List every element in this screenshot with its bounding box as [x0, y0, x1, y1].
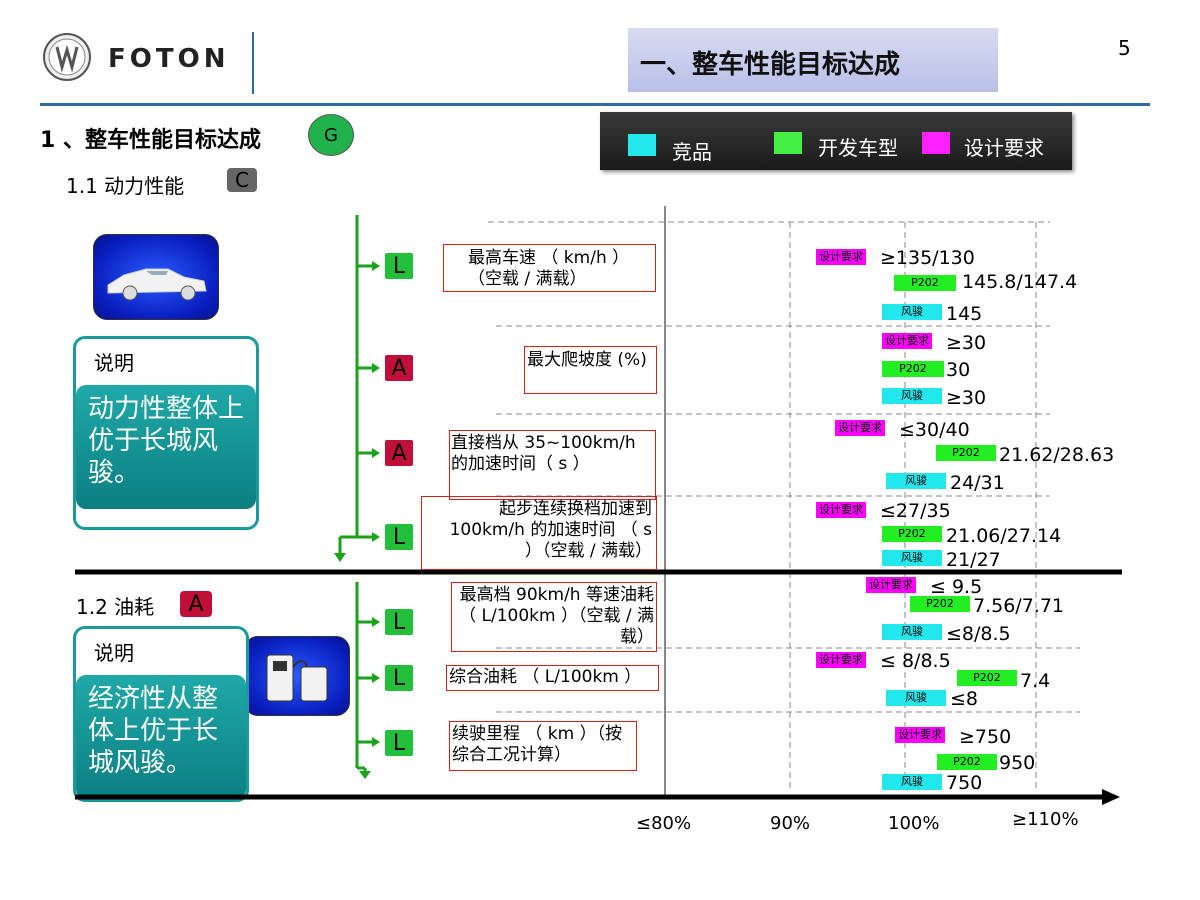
logo-divider — [252, 32, 254, 94]
value-dev-combined-fuel: 7.4 — [1020, 670, 1051, 692]
value-design-full-accel: ≤27/35 — [880, 500, 951, 522]
note-fuel: 说明 经济性从整体上优于长城风骏。 — [73, 626, 249, 802]
tag-design-range: 设计要求 — [895, 727, 945, 743]
note-power: 说明 动力性整体上优于长城风骏。 — [73, 336, 259, 530]
item-rating-full-acceleration: L — [385, 524, 413, 550]
value-dev-range: 950 — [999, 752, 1036, 774]
note-fuel-text: 经济性从整体上优于长城风骏。 — [76, 675, 246, 799]
tag-dev-max-speed: P202 — [894, 275, 956, 291]
tag-dev-gradeability: P202 — [882, 361, 944, 377]
value-design-combined-fuel: ≤ 8/8.5 — [880, 650, 951, 672]
item-rating-constant-speed-fuel: L — [385, 609, 413, 635]
header-divider — [40, 103, 1150, 106]
tag-design-constant-fuel: 设计要求 — [866, 577, 916, 593]
section-heading: 1 、整车性能目标达成 — [40, 128, 261, 153]
tag-dev-direct-gear: P202 — [936, 445, 996, 461]
page-title: 一、整车性能目标达成 — [640, 50, 901, 80]
value-design-gradeability: ≥30 — [946, 332, 987, 354]
car-image — [93, 234, 219, 320]
item-rating-combined-fuel: L — [385, 665, 413, 691]
tag-comp-gradeability: 风骏 — [882, 388, 942, 404]
tag-dev-constant-fuel: P202 — [910, 596, 970, 612]
value-design-direct-gear: ≤30/40 — [899, 419, 970, 441]
tag-design-combined-fuel: 设计要求 — [816, 652, 866, 668]
tag-dev-combined-fuel: P202 — [957, 670, 1017, 686]
note-fuel-label: 说明 — [94, 641, 134, 665]
status-badge-g: G — [308, 114, 354, 156]
legend-label-design: 设计要求 — [964, 136, 1044, 160]
foton-logo-icon — [43, 33, 91, 81]
item-label-direct-gear-acceleration: 直接档从 35~100km/h 的加速时间（ s ） — [449, 430, 656, 500]
logo-text: FOTON — [108, 44, 230, 74]
tag-design-direct-gear: 设计要求 — [835, 420, 885, 436]
fuel-pump-image — [244, 636, 350, 716]
item-rating-max-gradeability: A — [385, 355, 413, 381]
legend-label-competitor: 竞品 — [672, 140, 712, 164]
item-label-max-gradeability: 最大爬坡度 (%) — [524, 346, 657, 394]
item-rating-direct-gear-acceleration: A — [385, 440, 413, 466]
legend-swatch-dev — [774, 132, 802, 154]
item-label-constant-speed-fuel: 最高档 90km/h 等速油耗 （ L/100km ）（空载 / 满载） — [451, 582, 657, 652]
tag-comp-constant-fuel: 风骏 — [882, 624, 942, 640]
item-label-driving-range: 续驶里程 （ km ）（按综合工况计算） — [449, 721, 637, 771]
axis-tick-100: 100% — [888, 813, 940, 834]
value-comp-full-accel: 21/27 — [946, 549, 1001, 571]
tag-design-max-speed: 设计要求 — [816, 249, 866, 265]
axis-tick-80: ≤80% — [636, 813, 692, 834]
value-design-constant-fuel: ≤ 9.5 — [930, 576, 983, 598]
value-dev-max-speed: 145.8/147.4 — [962, 271, 1078, 293]
value-dev-direct-gear: 21.62/28.63 — [999, 444, 1115, 466]
value-comp-combined-fuel: ≤8 — [950, 688, 979, 710]
value-design-range: ≥750 — [959, 726, 1012, 748]
value-design-max-speed: ≥135/130 — [880, 247, 975, 269]
item-rating-driving-range: L — [385, 730, 413, 756]
value-comp-constant-fuel: ≤8/8.5 — [946, 623, 1011, 645]
tag-comp-max-speed: 风骏 — [882, 304, 942, 320]
note-power-label: 说明 — [94, 351, 134, 375]
legend-label-dev: 开发车型 — [818, 136, 898, 160]
tag-design-gradeability: 设计要求 — [882, 333, 932, 349]
subsection-power-heading: 1.1 动力性能 — [66, 174, 185, 198]
tag-dev-range: P202 — [937, 754, 997, 770]
tag-comp-combined-fuel: 风骏 — [886, 690, 946, 706]
tag-dev-full-accel: P202 — [882, 526, 942, 542]
value-comp-direct-gear: 24/31 — [950, 472, 1005, 494]
title-background — [628, 28, 998, 92]
tag-comp-direct-gear: 风骏 — [886, 473, 946, 489]
car-icon — [107, 268, 207, 301]
legend-swatch-design — [922, 132, 950, 154]
axis-tick-90: 90% — [770, 813, 811, 834]
legend-swatch-competitor — [628, 134, 656, 156]
value-dev-full-accel: 21.06/27.14 — [946, 525, 1062, 547]
value-dev-gradeability: 30 — [946, 359, 971, 381]
item-label-full-acceleration: 起步连续换档加速到 100km/h 的加速时间 （ s ）（空载 / 满载） — [421, 496, 657, 570]
fuel-pump-icon — [266, 654, 328, 702]
value-dev-constant-fuel: 7.56/7.71 — [973, 595, 1065, 617]
subsection-fuel-rating: A — [180, 591, 212, 617]
note-power-text: 动力性整体上优于长城风骏。 — [76, 385, 256, 509]
tag-comp-full-accel: 风骏 — [882, 550, 942, 566]
tag-comp-range: 风骏 — [882, 774, 942, 790]
item-rating-max-speed: L — [385, 253, 413, 279]
value-comp-max-speed: 145 — [946, 303, 983, 325]
item-label-combined-fuel: 综合油耗 （ L/100km ） — [446, 665, 659, 691]
tag-design-full-accel: 设计要求 — [816, 502, 866, 518]
value-comp-range: 750 — [946, 772, 983, 794]
legend: 竞品 开发车型 设计要求 — [600, 112, 1072, 170]
subsection-fuel-heading: 1.2 油耗 — [76, 595, 155, 619]
value-comp-gradeability: ≥30 — [946, 387, 987, 409]
subsection-power-rating: C — [227, 168, 257, 192]
axis-tick-110: ≥110% — [1012, 809, 1079, 830]
page-number: 5 — [1118, 36, 1131, 60]
item-label-max-speed: 最高车速 （ km/h ）（空载 / 满载） — [443, 244, 656, 292]
